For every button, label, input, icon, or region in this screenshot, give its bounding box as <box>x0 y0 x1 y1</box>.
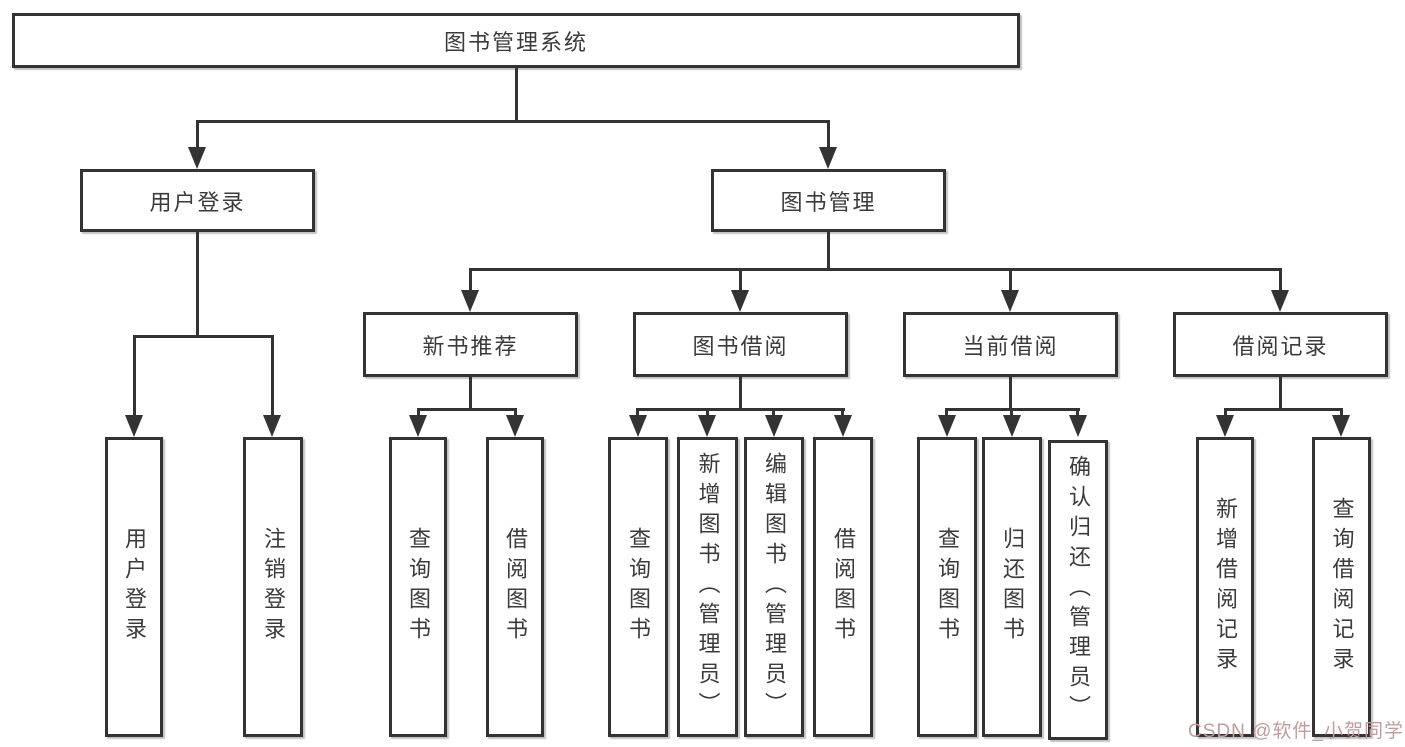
node-query-books-current: 查询图书 <box>917 437 977 737</box>
node-label: 借阅图书 <box>503 527 528 647</box>
node-label: 图书管理 <box>780 189 877 215</box>
node-return-books: 归还图书 <box>982 437 1042 737</box>
node-label: 当前借阅 <box>962 333 1059 359</box>
connector-line <box>1224 408 1227 418</box>
arrow-head <box>1003 415 1021 437</box>
node-label: 新增图书（管理员） <box>695 452 721 722</box>
node-query-books-recommend: 查询图书 <box>389 437 447 737</box>
connector-line <box>1279 268 1282 294</box>
node-edit-book-admin: 编辑图书（管理员） <box>744 437 804 737</box>
node-label: 图书借阅 <box>692 333 789 359</box>
connector-line <box>636 408 845 411</box>
arrow-head <box>698 415 716 437</box>
connector-line <box>841 408 844 418</box>
arrow-head <box>461 290 479 312</box>
node-book-management: 图书管理 <box>711 169 946 232</box>
node-confirm-return-admin: 确认归还（管理员） <box>1048 440 1108 740</box>
node-add-book-admin: 新增图书（管理员） <box>677 437 738 737</box>
connector-line <box>196 120 199 150</box>
connector-line <box>469 377 472 408</box>
node-add-borrow-record: 新增借阅记录 <box>1196 437 1254 737</box>
node-label: 新增借阅记录 <box>1213 497 1238 677</box>
connector-line <box>417 408 517 411</box>
connector-line <box>1009 377 1012 408</box>
connector-line <box>271 335 274 415</box>
arrow-head <box>188 147 206 169</box>
node-label: 编辑图书（管理员） <box>762 452 787 722</box>
arrow-head <box>1332 415 1350 437</box>
connector-line <box>515 68 518 121</box>
node-label: 查询借阅记录 <box>1329 497 1355 677</box>
connector-line <box>945 408 948 418</box>
connector-line <box>636 408 639 418</box>
connector-line <box>1009 268 1012 294</box>
node-label: 查询图书 <box>626 527 651 647</box>
node-user-login: 用户登录 <box>80 169 315 232</box>
node-current-borrowing: 当前借阅 <box>903 312 1118 377</box>
arrow-head <box>834 415 852 437</box>
node-label: 借阅记录 <box>1232 333 1329 359</box>
connector-line <box>739 377 742 408</box>
connector-line <box>469 268 1282 271</box>
arrow-head <box>1001 290 1019 312</box>
node-label: 注销登录 <box>261 527 286 647</box>
node-label: 用户登录 <box>149 189 246 215</box>
arrow-head <box>125 415 143 437</box>
connector-line <box>469 268 472 294</box>
node-label: 新书推荐 <box>422 333 519 359</box>
node-library-management-system: 图书管理系统 <box>12 13 1020 68</box>
connector-line <box>133 335 136 415</box>
connector-line <box>417 408 420 418</box>
node-borrow-books: 借阅图书 <box>813 437 873 737</box>
node-borrowing-records: 借阅记录 <box>1173 312 1388 377</box>
connector-line <box>1010 408 1013 418</box>
connector-line <box>1340 408 1343 418</box>
node-logout: 注销登录 <box>243 437 303 737</box>
connector-line <box>1224 408 1343 411</box>
node-borrow-books-recommend: 借阅图书 <box>486 437 544 737</box>
connector-line <box>514 408 517 418</box>
node-query-borrow-record: 查询借阅记录 <box>1312 437 1371 737</box>
node-new-book-recommendation: 新书推荐 <box>363 312 578 377</box>
csdn-watermark: CSDN @软件_小贺同学 <box>1188 721 1404 742</box>
arrow-head <box>506 415 524 437</box>
connector-line <box>827 232 830 268</box>
arrow-head <box>409 415 427 437</box>
arrow-head <box>1271 290 1289 312</box>
connector-line <box>1076 408 1079 418</box>
connector-line <box>196 120 830 123</box>
connector-line <box>827 120 830 150</box>
arrow-head <box>1069 415 1087 437</box>
node-label: 借阅图书 <box>831 527 856 647</box>
arrow-head <box>765 415 783 437</box>
node-label: 归还图书 <box>1000 527 1025 647</box>
arrow-head <box>938 415 956 437</box>
arrow-head <box>629 415 647 437</box>
connector-line <box>196 232 199 335</box>
connector-line <box>706 408 709 418</box>
connector-line <box>772 408 775 418</box>
node-label: 用户登录 <box>122 527 147 647</box>
node-label: 查询图书 <box>406 527 431 647</box>
node-label: 确认归还（管理员） <box>1066 455 1091 725</box>
arrow-head <box>1216 415 1234 437</box>
node-user-login-leaf: 用户登录 <box>105 437 163 737</box>
connector-line <box>1279 377 1282 408</box>
node-query-books-borrowing: 查询图书 <box>608 437 668 737</box>
arrow-head <box>731 290 749 312</box>
arrow-head <box>819 147 837 169</box>
connector-line <box>739 268 742 294</box>
arrow-head <box>263 415 281 437</box>
node-label: 图书管理系统 <box>443 29 588 55</box>
connector-line <box>133 335 274 338</box>
node-book-borrowing: 图书借阅 <box>633 312 848 377</box>
node-label: 查询图书 <box>935 527 960 647</box>
